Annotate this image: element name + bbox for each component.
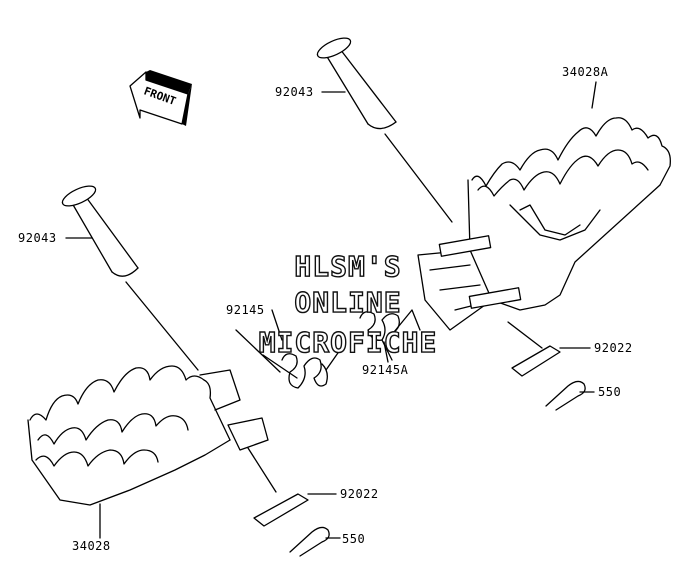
- label-spring-right: 92145A: [362, 363, 409, 377]
- label-spring-left: 92145: [226, 303, 265, 317]
- washer-left: [253, 493, 337, 527]
- label-washer-right: 92022: [594, 341, 633, 355]
- label-footpeg-left: 34028: [72, 539, 111, 553]
- washer-right: [511, 345, 591, 377]
- leader-lines: [65, 81, 597, 539]
- watermark-line3: MICROFICHE: [259, 326, 438, 359]
- label-pin-left: 92043: [18, 231, 57, 245]
- cotter-left: [289, 526, 341, 557]
- watermark: HLSM'S ONLINE MICROFICHE: [258, 249, 438, 359]
- label-pin-right: 92043: [275, 85, 314, 99]
- label-cotter-left: 550: [342, 532, 365, 546]
- pin-left: [61, 185, 199, 371]
- label-footpeg-right: 34028A: [562, 65, 609, 79]
- pin-right: [316, 37, 453, 223]
- label-cotter-right: 550: [598, 385, 621, 399]
- footpeg-right: [417, 117, 671, 349]
- front-arrow-icon: FRONT: [129, 70, 192, 126]
- watermark-line1: HLSM'S: [294, 250, 401, 283]
- watermark-line2: ONLINE: [294, 286, 401, 319]
- label-washer-left: 92022: [340, 487, 379, 501]
- spring-left: [235, 329, 341, 389]
- cotter-right: [545, 380, 595, 411]
- footpeg-left: [27, 365, 277, 506]
